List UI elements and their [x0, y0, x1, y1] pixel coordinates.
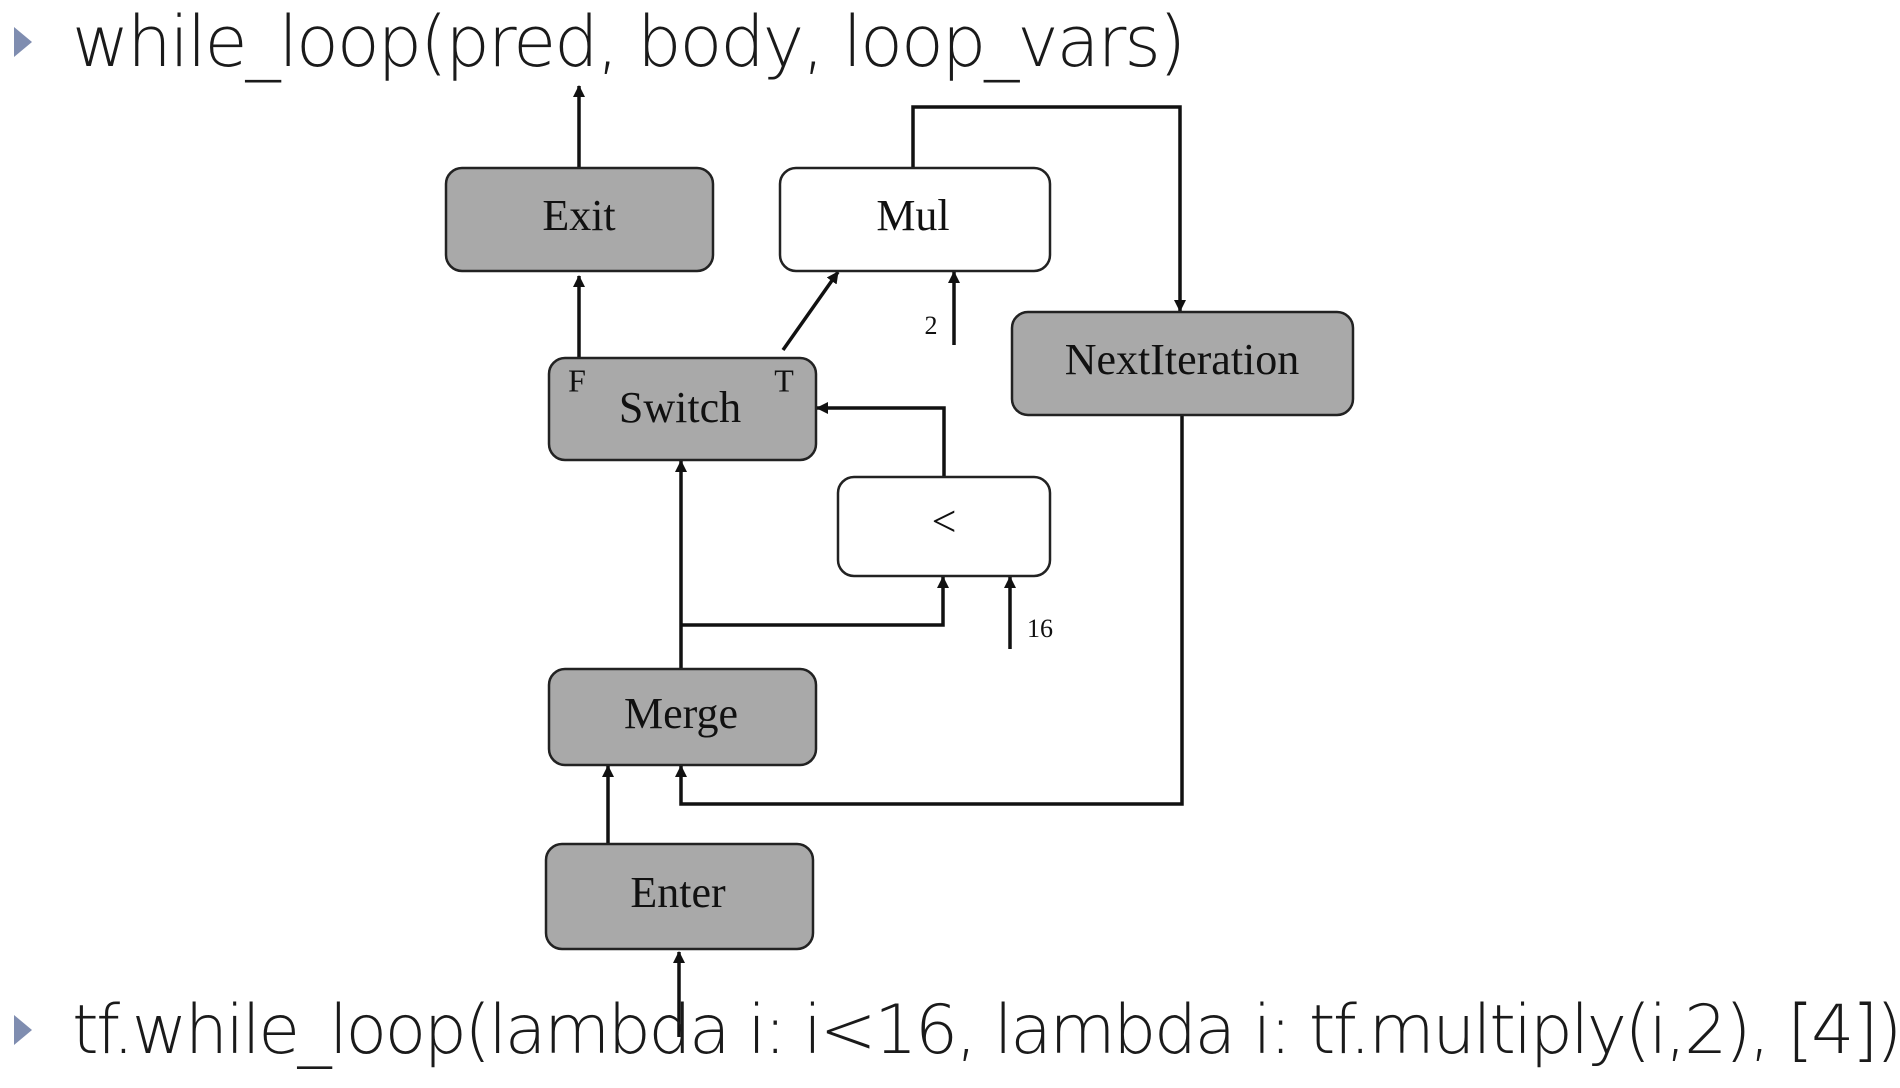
node-nextiteration: NextIteration [1010, 310, 1355, 417]
edge-less-to-switch [816, 402, 946, 476]
bullet-item-example: tf.while_loop(lambda i: i<16, lambda i: … [0, 980, 1900, 1080]
triangle-bullet-icon [14, 27, 32, 57]
triangle-bullet-icon [14, 1015, 32, 1045]
dataflow-graph: Exit Mul NextIteration Switch F T < Merg… [444, 85, 1355, 1037]
node-less-label: < [932, 497, 957, 546]
switch-true-port-label: T [774, 362, 794, 398]
node-mul: Mul [778, 166, 1052, 273]
node-switch: Switch F T [547, 356, 818, 462]
node-switch-label: Switch [619, 383, 741, 432]
edges [573, 85, 1186, 1037]
node-enter: Enter [544, 842, 815, 951]
node-merge-label: Merge [624, 689, 738, 738]
edge-mul-to-nextiteration [911, 105, 1186, 312]
bullet-text-example: tf.while_loop(lambda i: i<16, lambda i: … [72, 990, 1900, 1070]
edge-nextiteration-to-merge [675, 414, 1184, 806]
const-2-label: 2 [925, 311, 938, 340]
edge-switch-true-to-mul [781, 270, 840, 352]
node-merge: Merge [547, 667, 818, 767]
switch-false-port-label: F [568, 362, 586, 398]
const-16-label: 16 [1027, 614, 1053, 643]
node-nextiteration-label: NextIteration [1065, 335, 1300, 384]
node-exit: Exit [444, 166, 715, 273]
node-less: < [836, 475, 1052, 578]
edge-merge-to-less [681, 576, 949, 627]
bullet-text-signature: while_loop(pred, body, loop_vars) [72, 1, 1186, 83]
node-exit-label: Exit [542, 191, 615, 240]
node-enter-label: Enter [630, 868, 726, 917]
node-mul-label: Mul [876, 191, 949, 240]
bullet-item-signature: while_loop(pred, body, loop_vars) [0, 0, 1186, 84]
